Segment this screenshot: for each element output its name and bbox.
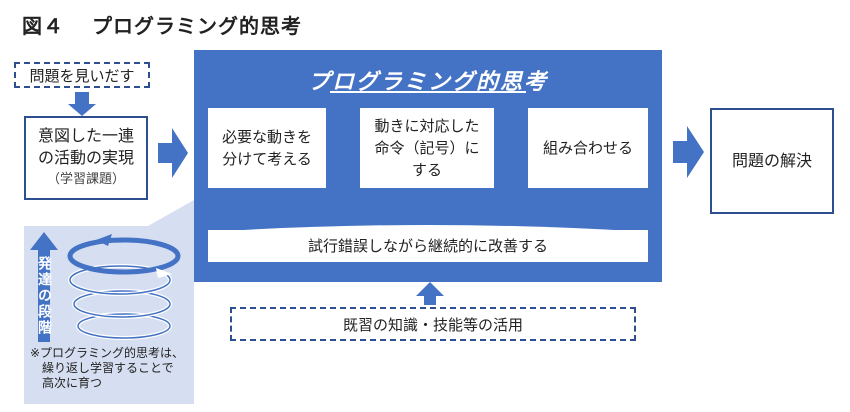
panel-title-underline — [330, 91, 526, 93]
step3-label: 組み合わせる — [542, 139, 633, 157]
step2-line-3: する — [411, 161, 442, 179]
panel-title: プログラミング的思考 — [307, 70, 548, 95]
knowledge-box: 既習の知識・技能等の活用 — [230, 307, 636, 341]
step1-line-2: 分けて考える — [222, 150, 312, 168]
right-arrow-icon — [158, 128, 188, 178]
step-make-commands: 動きに対応した 命令（記号）に する — [360, 108, 494, 188]
intent-line-2: の活動の実現 — [37, 148, 134, 167]
figure-number: 図４ — [22, 14, 64, 38]
figure-title-text: プログラミング的思考 — [92, 14, 302, 38]
note-line-3: 高次に育つ — [42, 376, 103, 390]
note-line-1: ※プログラミング的思考は、 — [30, 346, 185, 360]
intent-box: 意図した一連 の活動の実現 （学習課題） — [24, 116, 148, 200]
intent-line-1: 意図した一連 — [37, 126, 134, 145]
find-problem-label: 問題を見いだす — [29, 66, 135, 85]
inset-note: ※プログラミング的思考は、 繰り返し学習することで 高次に育つ — [30, 346, 192, 391]
step-divide-movements: 必要な動きを 分けて考える — [208, 108, 326, 188]
step2-line-1: 動きに対応した — [374, 117, 480, 135]
inset-callout — [148, 200, 194, 226]
figure-title: 図４ プログラミング的思考 — [22, 10, 302, 39]
up-arrow-icon — [416, 282, 444, 305]
step1-line-1: 必要な動きを — [221, 128, 312, 146]
step-combine: 組み合わせる — [528, 108, 648, 188]
note-line-2: 繰り返し学習することで — [42, 361, 174, 375]
find-problem-box: 問題を見いだす — [14, 62, 150, 88]
down-arrow-icon — [68, 92, 96, 116]
banner-curve — [208, 225, 648, 232]
trial-and-error-banner: 試行錯誤しながら継続的に改善する — [208, 230, 648, 262]
spiral-icon — [67, 234, 181, 340]
solution-label: 問題の解決 — [731, 151, 812, 170]
trial-label: 試行錯誤しながら継続的に改善する — [307, 237, 548, 255]
right-arrow-icon — [673, 126, 704, 178]
solution-box: 問題の解決 — [710, 108, 834, 214]
step2-line-2: 命令（記号）に — [374, 139, 480, 157]
intent-sub: （学習課題） — [46, 172, 125, 187]
knowledge-label: 既習の知識・技能等の活用 — [342, 315, 523, 334]
development-stage-label: 発達の段階 — [36, 256, 52, 336]
development-arrow-icon — [30, 232, 58, 342]
